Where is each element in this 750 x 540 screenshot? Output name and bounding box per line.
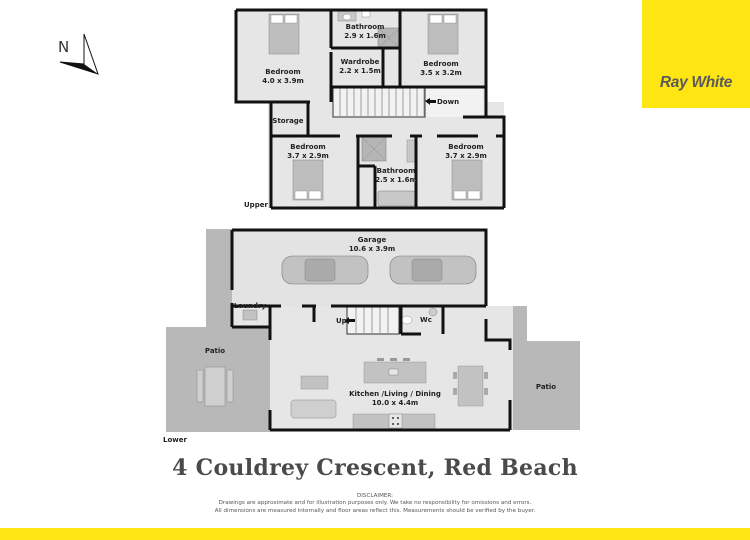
room-name: Bedroom xyxy=(423,60,458,68)
ray-white-logo: Ray White xyxy=(642,0,750,108)
room-name: Bedroom xyxy=(265,68,300,76)
property-address: 4 Couldrey Crescent, Red Beach xyxy=(172,455,578,481)
floor-label-upper: Upper xyxy=(244,201,268,209)
disclaimer-line-1: Drawings are approximate and for illustr… xyxy=(218,500,532,507)
room-name: Bedroom xyxy=(290,143,325,151)
room-size: 2.5 x 1.6m xyxy=(375,176,416,184)
stairs-down-label: Down xyxy=(437,98,459,106)
room-name: Patio xyxy=(205,347,225,355)
footer-brand-strip xyxy=(0,528,750,540)
room-name: Bathroom xyxy=(377,167,416,175)
room-name: Garage xyxy=(358,236,387,244)
room-size: 10.0 x 4.4m xyxy=(372,399,418,407)
room-size: 10.6 x 3.9m xyxy=(349,245,395,253)
lower-floor: Up xyxy=(163,228,580,444)
room-size: 4.0 x 3.9m xyxy=(262,77,303,85)
room-name: Wardrobe xyxy=(341,58,380,66)
room-name: Kitchen /Living / Dining xyxy=(349,390,441,398)
compass-north-label: N xyxy=(58,38,69,56)
compass-arrow-icon: N xyxy=(58,33,99,75)
room-size: 3.5 x 3.2m xyxy=(420,69,461,77)
room-name: Bathroom xyxy=(346,23,385,31)
disclaimer: Disclaimer: Drawings are approximate and… xyxy=(0,493,750,515)
stairs-up-label: Up xyxy=(336,317,347,325)
room-size: 3.7 x 2.9m xyxy=(287,152,328,160)
room-name: Patio xyxy=(536,383,556,391)
room-size: 2.9 x 1.6m xyxy=(344,32,385,40)
room-name: Laundry xyxy=(234,302,267,310)
room-name: Wc xyxy=(420,316,432,324)
upper-floor: Down xyxy=(234,8,506,210)
floor-label-lower: Lower xyxy=(163,436,187,444)
brand-name: Ray White xyxy=(659,74,733,91)
room-name: Storage xyxy=(272,117,303,125)
disclaimer-line-2: All dimensions are measured internally a… xyxy=(214,507,536,514)
disclaimer-heading: Disclaimer: xyxy=(356,493,394,499)
room-size: 2.2 x 1.5m xyxy=(339,67,380,75)
room-size: 3.7 x 2.9m xyxy=(445,152,486,160)
north-compass: N xyxy=(56,32,104,80)
room-name: Bedroom xyxy=(448,143,483,151)
